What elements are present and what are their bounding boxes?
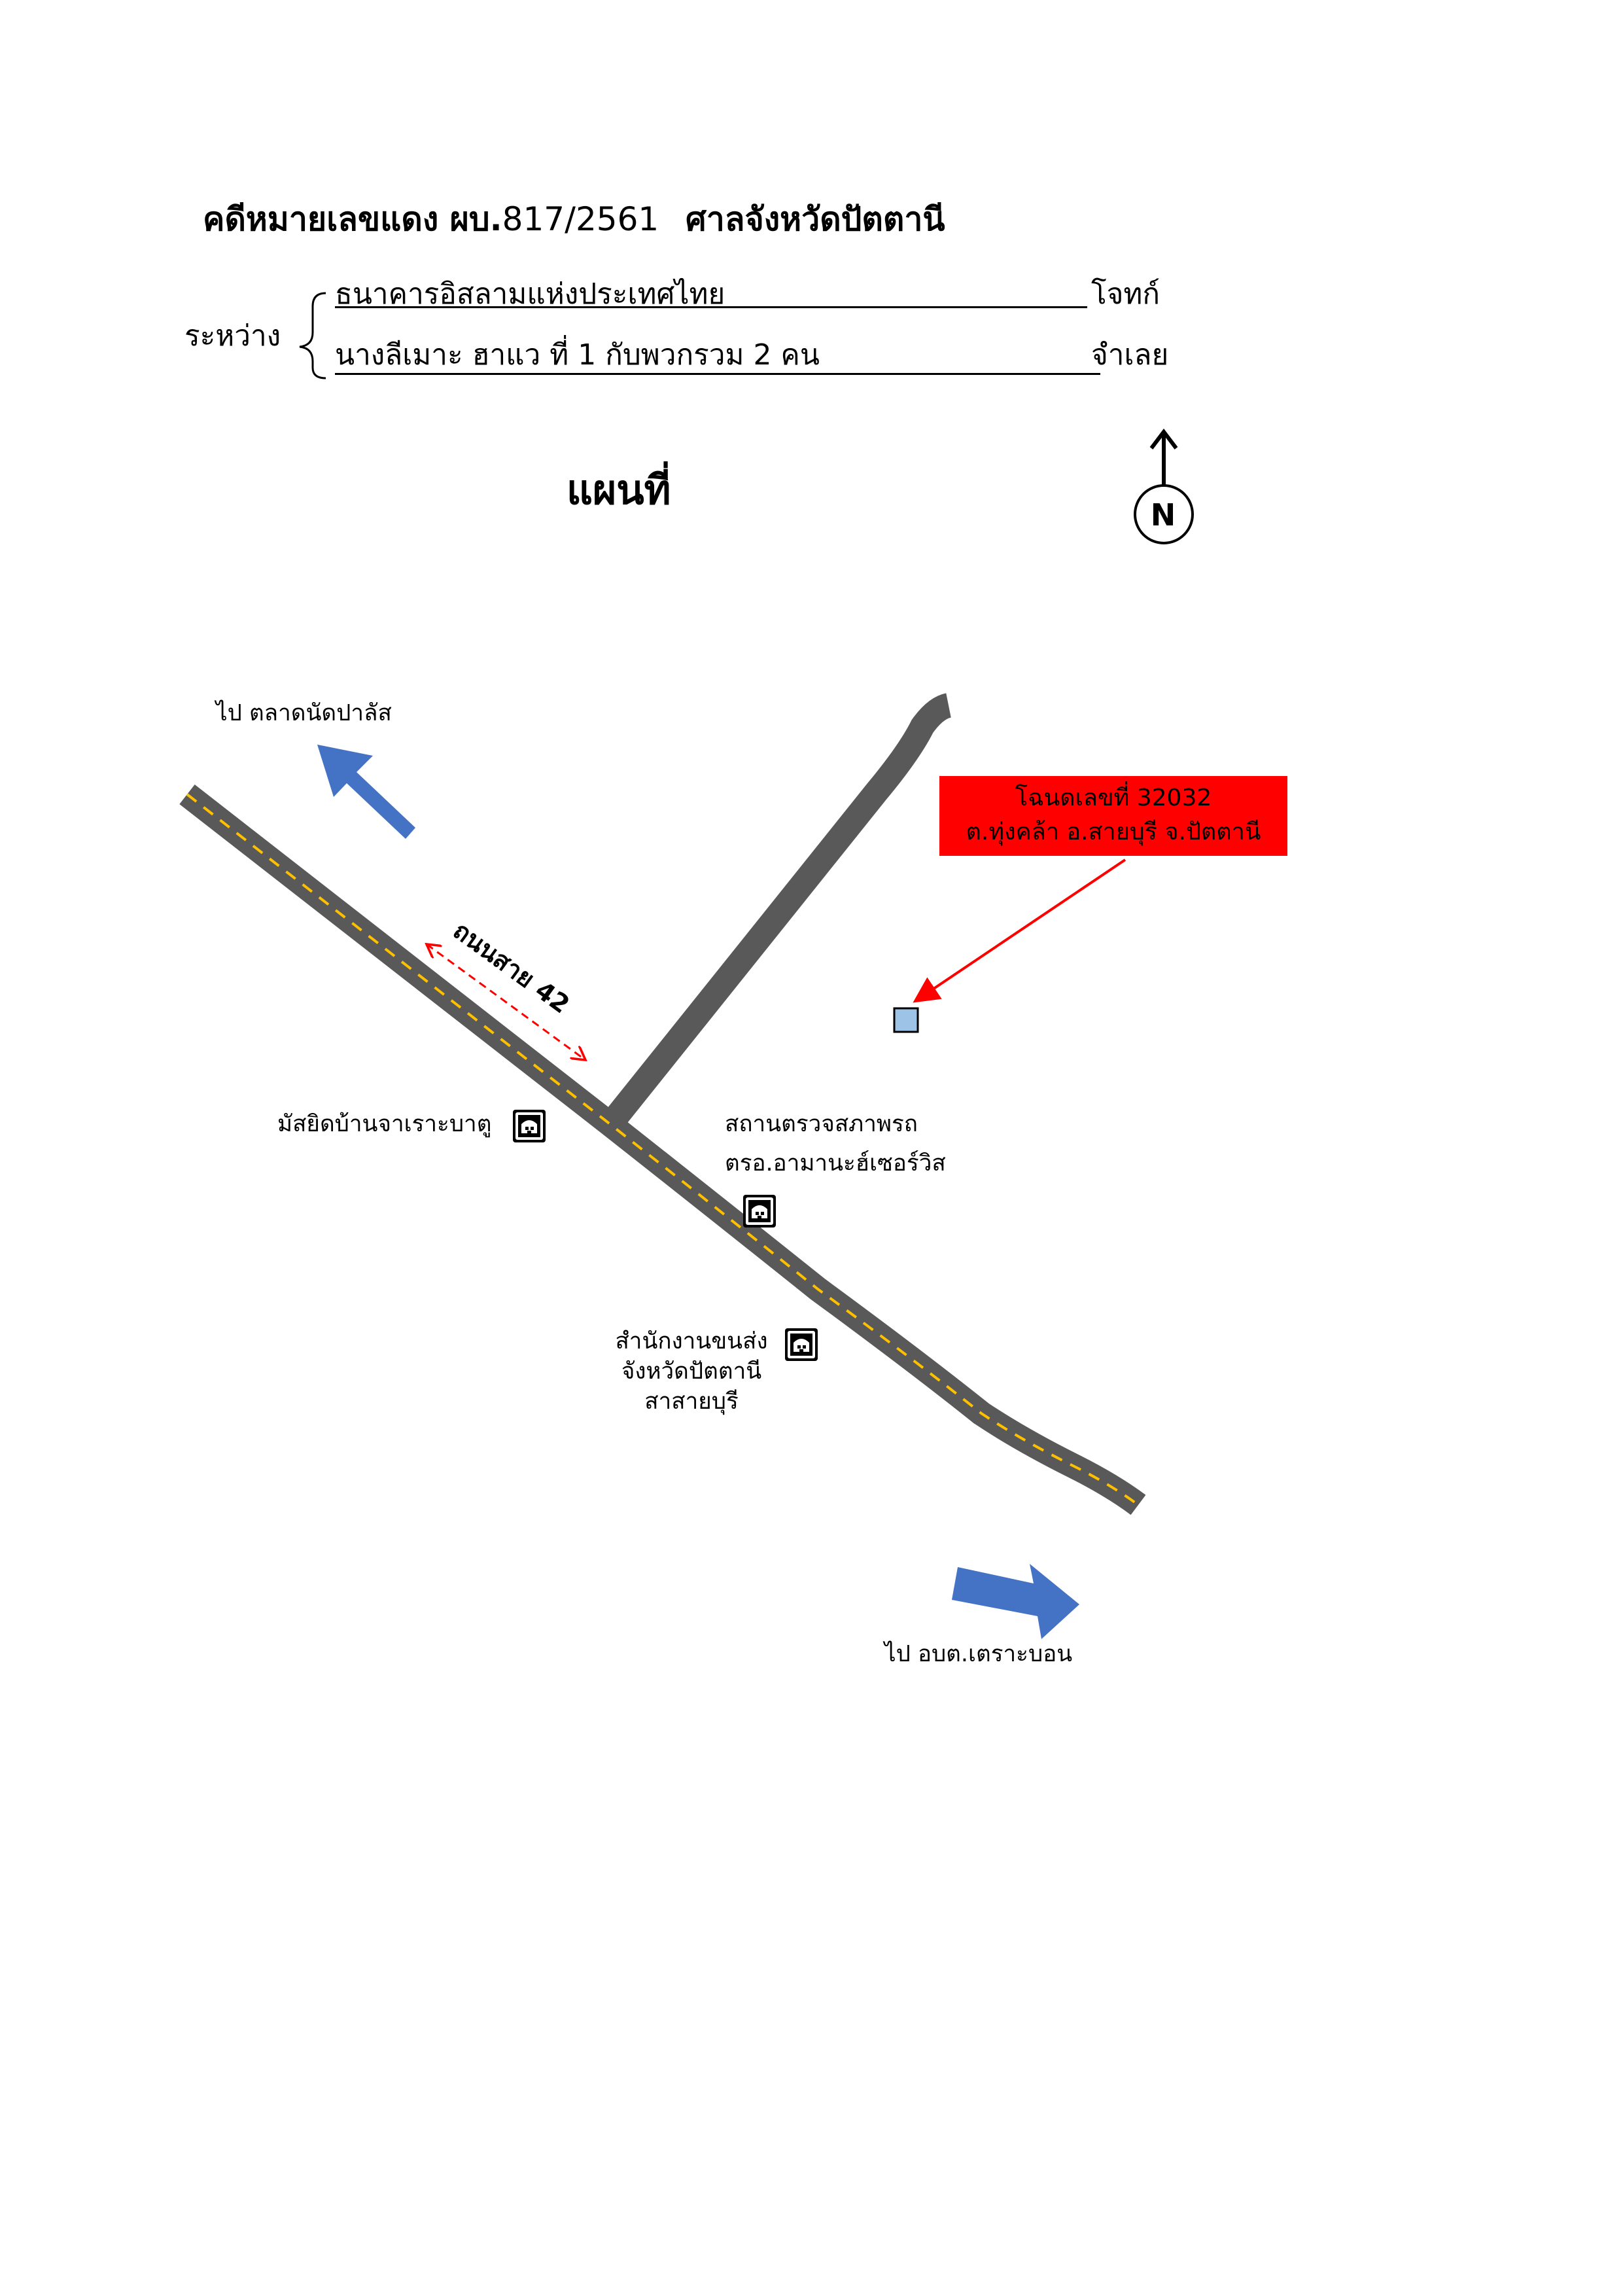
map-title: แผนที่ [567, 466, 671, 514]
between-label: ระหว่าง [184, 319, 281, 353]
parcel-marker-icon [893, 1007, 919, 1033]
parcel-title: โฉนดเลขที่ 32032 [1015, 785, 1212, 811]
inspection-station-detail: ตรอ.อามานะฮ์เซอร์วิส [725, 1150, 946, 1176]
case-prefix: คดีหมายเลขแดง ผบ. [203, 200, 502, 238]
defendant-underline [335, 373, 1100, 375]
branch-road [604, 693, 952, 1128]
direction-arrow-icon [317, 745, 1079, 1639]
to-market-label: ไป ตลาดนัดปาลัส [216, 700, 392, 726]
inspection-station-name: สถานตรวจสภาพรถ [725, 1111, 918, 1137]
arrow-to-tao [952, 1564, 1079, 1639]
transport-office-line1: สำนักงานขนส่ง [615, 1328, 768, 1354]
case-number: 817/2561 [502, 200, 659, 238]
parcel-info-box: โฉนดเลขที่ 32032 ต.ทุ่งคล้า อ.สายบุรี จ.… [939, 776, 1287, 856]
party-bracket [299, 292, 326, 380]
road-measure-arrow [427, 944, 585, 1060]
case-number-title: คดีหมายเลขแดง ผบ.817/2561 [203, 194, 659, 245]
plaintiff-role: โจทก์ [1091, 277, 1161, 311]
parcel-location: ต.ทุ่งคล้า อ.สายบุรี จ.ปัตตานี [966, 819, 1261, 845]
parcel-pointer-arrow [913, 858, 1126, 1003]
defendant-role: จำเลย [1091, 338, 1169, 372]
plaintiff-name: ธนาคารอิสลามแห่งประเทศไทย [335, 277, 725, 311]
building-icon [743, 1195, 776, 1227]
north-label: N [1150, 497, 1176, 533]
mosque-label: มัสยิดบ้านจาเราะบาตู [277, 1111, 492, 1137]
transport-office-line3: สาสายบุรี [644, 1388, 739, 1415]
to-tao-label: ไป อบต.เตราะบอน [884, 1641, 1073, 1667]
transport-office-line2: จังหวัดปัตตานี [621, 1358, 762, 1385]
arrow-to-market [317, 745, 415, 839]
building-icon [513, 1110, 546, 1142]
building-icon [785, 1328, 818, 1361]
plaintiff-underline [335, 306, 1087, 308]
north-arrow-icon [1134, 429, 1194, 544]
court-name: ศาลจังหวัดปัตตานี [686, 200, 945, 238]
road-center-line [186, 793, 1140, 1506]
defendant-name: นางลีเมาะ ฮาแว ที่ 1 กับพวกรวม 2 คน [335, 338, 820, 372]
